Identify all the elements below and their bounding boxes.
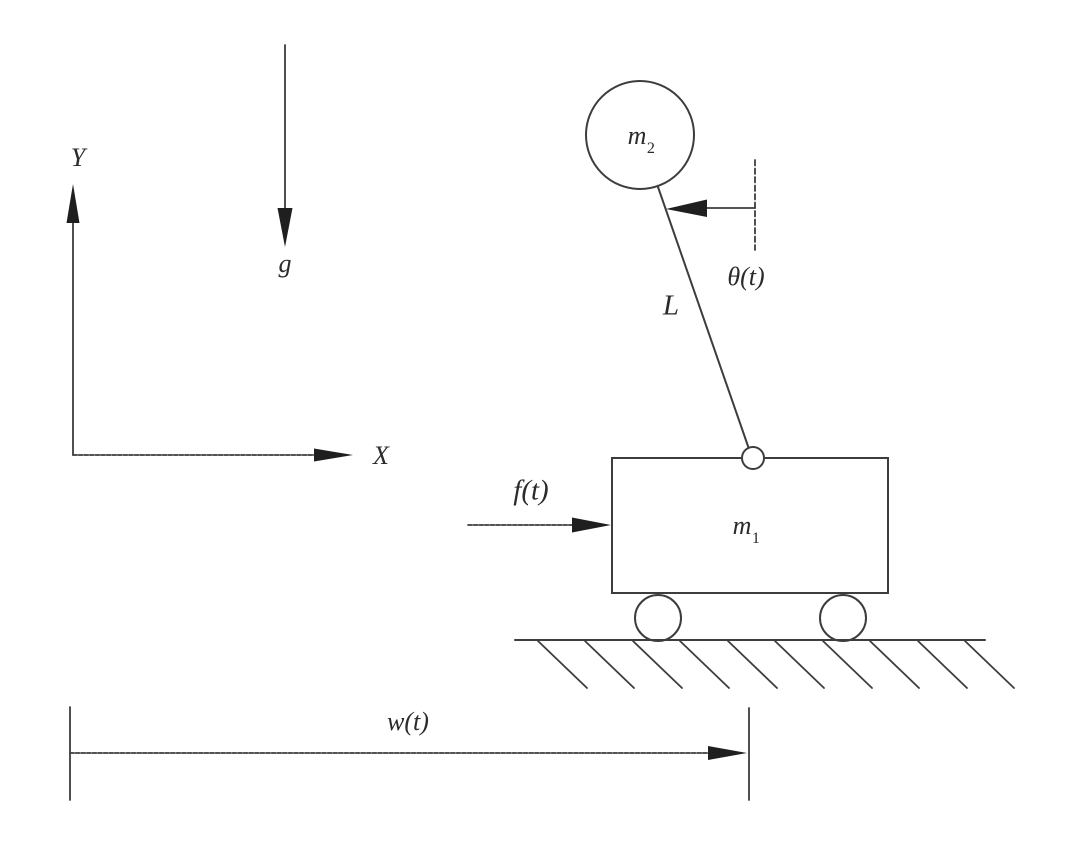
displacement-label: w(t) — [387, 707, 429, 736]
pivot-circle — [741, 446, 765, 470]
cart-mass-base: m — [732, 511, 752, 540]
pendulum-mass-subscript: 2 — [646, 140, 655, 158]
pendulum-mass-label: m2 — [627, 121, 655, 157]
pendulum-rod — [657, 186, 750, 450]
x-axis-label: X — [373, 441, 389, 470]
y-axis-arrowhead — [66, 184, 80, 223]
gravity-label: g — [278, 249, 292, 278]
rod-length-label: L — [662, 289, 680, 322]
cart-mass-subscript: 1 — [751, 530, 760, 548]
left-wheel — [634, 594, 682, 642]
force-label: f(t) — [513, 474, 549, 507]
pendulum-mass-base: m — [627, 121, 647, 150]
gravity-arrowhead — [277, 208, 293, 247]
x-axis-arrowhead — [314, 448, 353, 462]
y-axis-label: Y — [70, 143, 86, 172]
displacement-arrowhead — [708, 746, 747, 760]
angle-arrowhead — [666, 199, 707, 217]
pendulum-bob-circle — [585, 80, 695, 190]
ground-hatching — [537, 640, 1015, 689]
angle-label: θ(t) — [727, 262, 765, 291]
force-arrowhead — [572, 517, 611, 533]
right-wheel — [819, 594, 867, 642]
cart-mass-label: m1 — [732, 511, 760, 547]
